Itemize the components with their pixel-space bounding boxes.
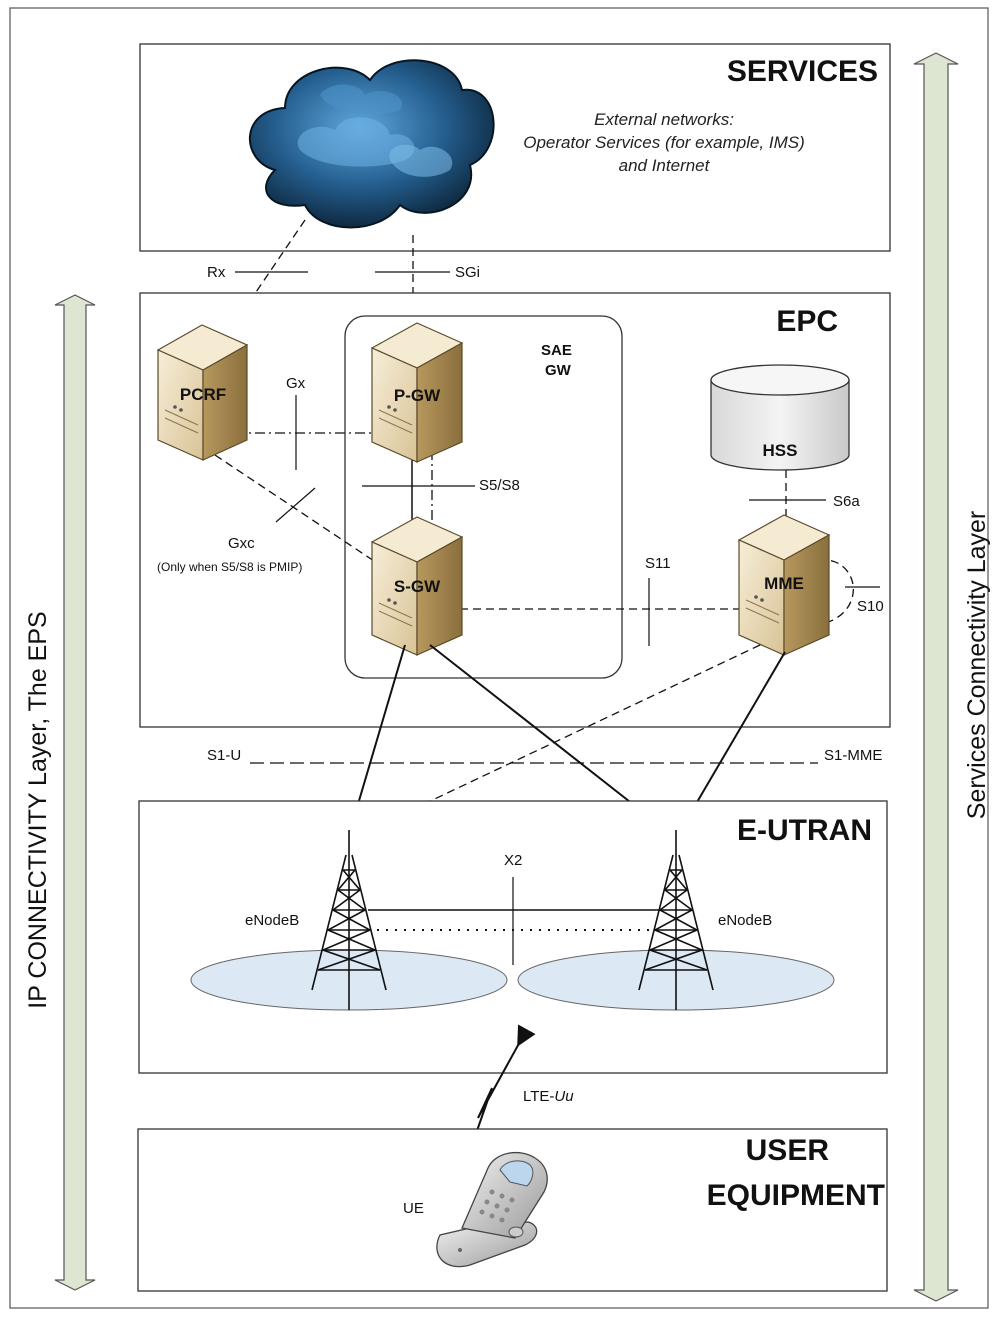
sgw-label: S-GW [394, 577, 441, 596]
s10-label: S10 [857, 598, 884, 615]
epc-title: EPC [776, 305, 838, 338]
sae-gw-label-line1: SAE [541, 342, 572, 359]
epc-box [139, 292, 891, 728]
pgw-server-icon [370, 322, 464, 463]
sae-gw-label-line2: GW [545, 362, 572, 379]
left-side-label: IP CONNECTIVITY Layer, The EPS [24, 611, 52, 1008]
enodeb-tower-left-icon [311, 830, 387, 1010]
gxc-label: Gxc [228, 535, 255, 552]
right-side-label: Services Connectivity Layer [963, 511, 991, 819]
lte-uu-radio-link [459, 1024, 536, 1172]
outer-frame [9, 7, 989, 1309]
s10-loop [817, 559, 854, 626]
sgi-label: SGi [455, 264, 480, 281]
hss-label: HSS [763, 441, 798, 460]
s1mme-label: S1-MME [824, 747, 882, 764]
gxc-link [214, 454, 381, 566]
services-title: SERVICES [727, 55, 878, 88]
pcrf-label: PCRF [180, 385, 226, 404]
s1u-label: S1-U [207, 747, 241, 764]
mme-label: MME [764, 574, 804, 593]
mme-server-icon [737, 514, 831, 656]
gx-label: Gx [286, 375, 306, 392]
s6a-label: S6a [833, 493, 860, 510]
user-equipment-title-line1: USER [746, 1134, 830, 1167]
rx-label: Rx [207, 264, 226, 281]
external-networks-line2: Operator Services (for example, IMS) [523, 133, 805, 152]
s5s8-label: S5/S8 [479, 477, 520, 494]
right-side-arrow: Services Connectivity Layer [913, 52, 991, 1302]
ue-label: UE [403, 1200, 424, 1217]
lte-uu-label: LTE-Uu [523, 1088, 574, 1105]
mobile-phone-icon [436, 1151, 548, 1268]
x2-label: X2 [504, 852, 522, 869]
enodeb-tower-right-icon [638, 830, 714, 1010]
user-equipment-title-line2: EQUIPMENT [707, 1179, 885, 1212]
external-networks-line1: External networks: [594, 110, 734, 129]
left-side-arrow: IP CONNECTIVITY Layer, The EPS [24, 294, 96, 1291]
eutran-title: E-UTRAN [737, 814, 872, 847]
s11-label: S11 [645, 555, 671, 572]
external-networks-line3: and Internet [619, 156, 711, 175]
cloud-icon [249, 59, 495, 229]
enodeb-right-label: eNodeB [718, 912, 772, 929]
enodeb-left-label: eNodeB [245, 912, 299, 929]
sae-gw-group [344, 315, 623, 679]
gxc-note: (Only when S5/S8 is PMIP) [157, 560, 302, 574]
pgw-label: P-GW [394, 386, 441, 405]
pcrf-server-icon [156, 324, 249, 461]
hss-database-icon [710, 364, 850, 471]
sgw-server-icon [370, 516, 464, 656]
